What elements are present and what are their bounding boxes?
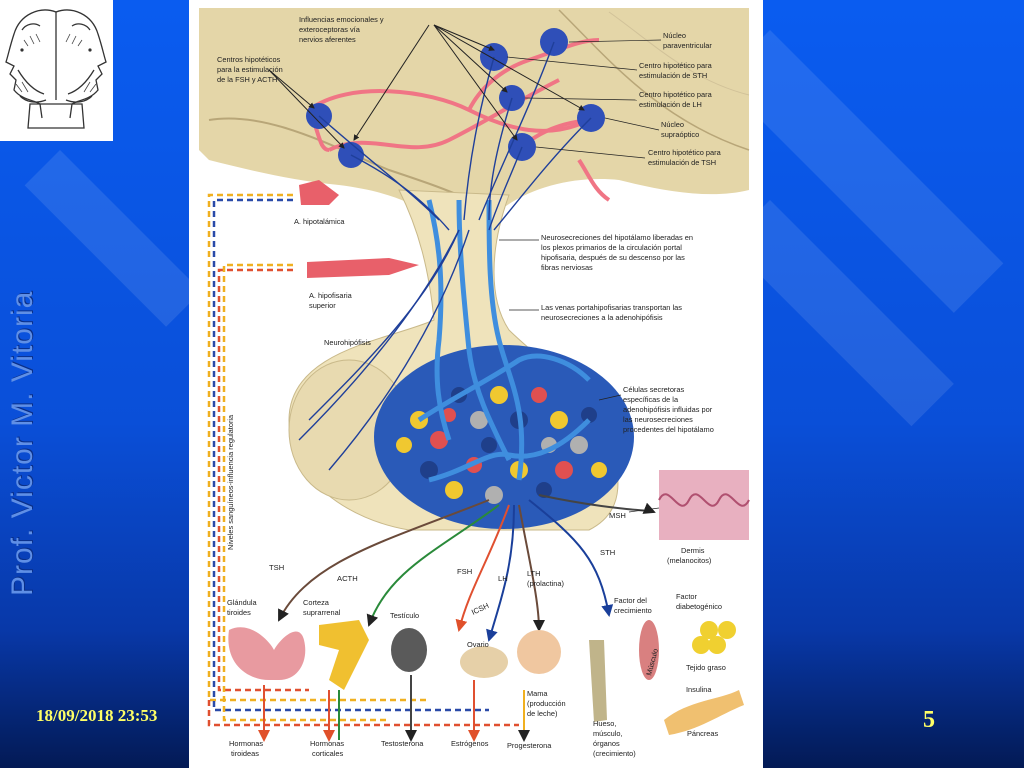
secretory-cells	[396, 386, 607, 504]
label-mama: Mama (producción de leche)	[527, 689, 568, 718]
label-centro-tsh: Centro hipotético para estimulación de T…	[648, 148, 723, 167]
label-centro-lh: Centro hipotético para estimulación de L…	[639, 90, 714, 109]
testis	[391, 628, 427, 672]
arteries	[299, 180, 419, 278]
adrenal-cortex	[319, 620, 369, 690]
slide-date: 18/09/2018 23:53	[36, 706, 158, 725]
label-pancreas: Páncreas	[687, 729, 719, 738]
label-acth: ACTH	[337, 574, 358, 583]
label-progesterona: Progesterona	[507, 741, 552, 750]
label-factor-crecimiento: Factor del crecimiento	[614, 596, 652, 615]
label-insulina: Insulina	[686, 685, 712, 694]
label-sth: STH	[600, 548, 615, 557]
janus-head-icon	[5, 9, 107, 129]
adenohypophysis	[374, 345, 634, 529]
label-ovario: Ovario	[467, 640, 489, 649]
label-icsh: ICSH	[470, 601, 490, 617]
label-testiculo: Testículo	[390, 611, 419, 620]
label-msh: MSH	[609, 511, 626, 520]
label-corteza: Corteza suprarrenal	[303, 598, 341, 617]
label-tiroides: Glándula tiroides	[227, 598, 259, 617]
label-celulas-secretoras: Células secretoras específicas de la ade…	[623, 385, 714, 434]
muscle	[639, 620, 659, 680]
nerve-fibers	[298, 41, 592, 471]
fat-tissue	[692, 621, 736, 654]
label-hormonas-tiroideas: Hormonas tiroideas	[229, 739, 265, 758]
label-nucleo-paraventricular: Núcleo paraventricular	[663, 31, 712, 50]
feedback-lines	[207, 193, 519, 727]
slide-number: 5	[923, 707, 935, 733]
label-fsh: FSH	[457, 567, 472, 576]
label-hormonas-corticales: Hormonas corticales	[310, 739, 346, 758]
label-tsh: TSH	[269, 563, 284, 572]
output-arrows	[258, 675, 530, 742]
hypophysis-diagram: Influencias emocionales y exteroceptoras…	[189, 0, 763, 768]
label-factor-diabetogenico: Factor diabetogénico	[676, 592, 722, 611]
label-venas-portahipofisarias: Las venas portahipofisarias transportan …	[541, 303, 684, 322]
label-nucleo-supraoptico: Núcleo supraóptico	[661, 120, 699, 139]
label-a-hipotalamica: A. hipotalámica	[294, 217, 345, 226]
label-centro-sth: Centro hipotético para estimulación de S…	[639, 61, 714, 80]
label-testosterona: Testosterona	[381, 739, 424, 748]
label-influencias: Influencias emocionales y exteroceptoras…	[299, 15, 386, 44]
label-neurohipofisis: Neurohipófisis	[324, 338, 371, 347]
label-lth: LTH (prolactina)	[527, 569, 564, 588]
label-dermis: Dermis (melanocitos)	[667, 546, 711, 565]
label-niveles-sanguineos: Niveles sanguíneos-influencia regulatori…	[226, 414, 235, 550]
target-organs	[228, 470, 750, 735]
dermis-sample	[659, 470, 749, 540]
ovary	[460, 646, 508, 678]
pancreas	[664, 690, 744, 735]
background-stripe	[24, 150, 202, 327]
bone	[589, 640, 607, 722]
logo	[0, 0, 113, 141]
portal-veins	[417, 199, 591, 483]
breast	[517, 630, 561, 674]
thyroid-gland	[228, 627, 306, 680]
pituitary-gland	[288, 189, 634, 531]
leader-lines	[499, 39, 662, 513]
label-tejido-graso: Tejido graso	[686, 663, 726, 672]
label-centros-fsh: Centros hipotéticos para la estimulación…	[217, 55, 285, 84]
label-a-hipofisaria: A. hipofisaria superior	[309, 291, 354, 310]
label-neurosecreciones: Neurosecreciones del hipotálamo liberada…	[541, 233, 695, 272]
label-lh: LH	[498, 574, 508, 583]
side-title: Prof. Victor M. Vitoria	[6, 290, 39, 596]
label-estrogenos: Estrógenos	[451, 739, 489, 748]
label-hueso: Hueso, músculo, órganos (crecimiento)	[593, 719, 636, 758]
hormone-lines	[278, 494, 656, 642]
afferent-arrows	[268, 24, 585, 149]
